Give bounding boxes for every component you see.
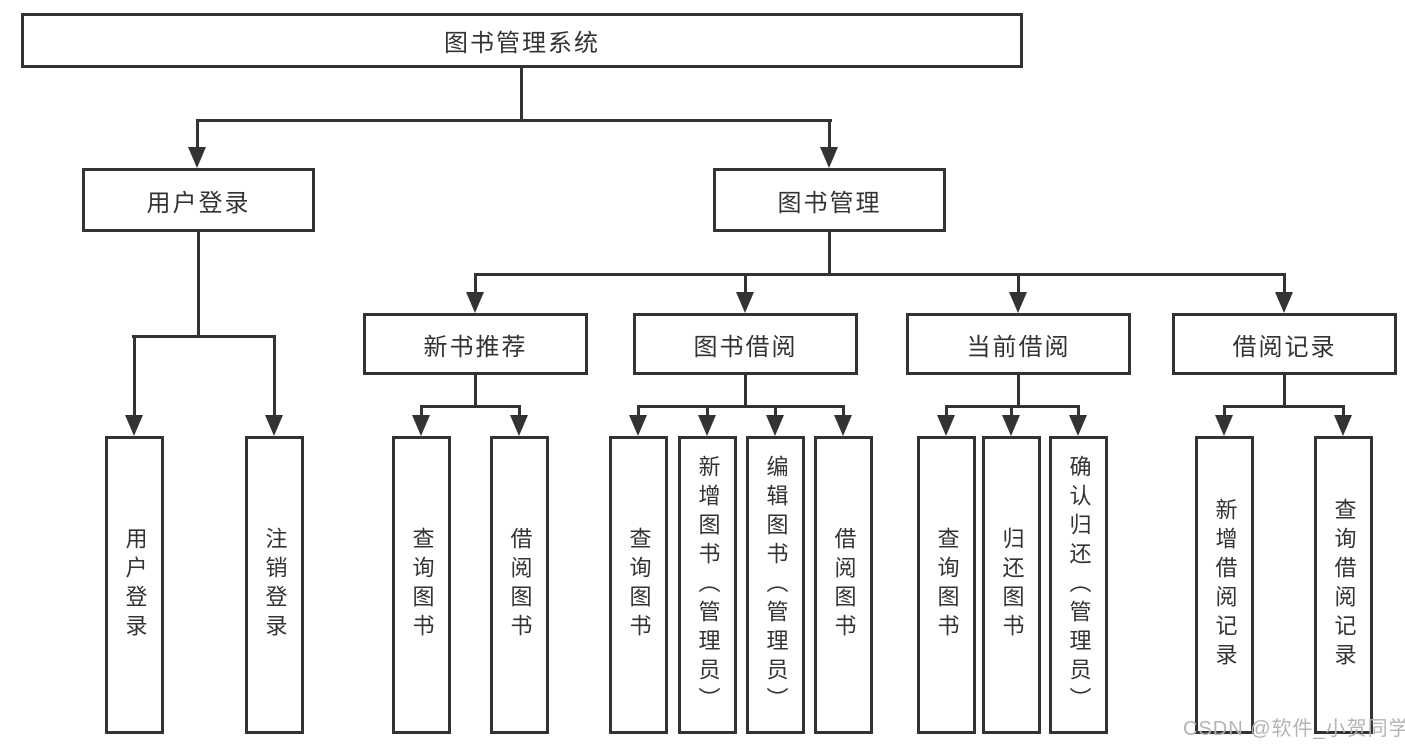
node-current-borrow: 当前借阅 (906, 313, 1131, 375)
node-borrow-record: 借阅记录 (1172, 313, 1397, 375)
node-new-book-recommend: 新书推荐 (363, 313, 588, 375)
connector-line (1077, 405, 1080, 415)
leaf-user-login-label: 用户登录 (122, 527, 148, 643)
leaf-nb-query-book-label: 查询图书 (409, 527, 435, 643)
arrow-down-icon (125, 415, 143, 436)
arrow-down-icon (265, 415, 283, 436)
node-user-login: 用户登录 (82, 168, 315, 232)
arrow-down-icon (1334, 415, 1352, 436)
csdn-watermark: CSDN @软件_小贺同学 (1183, 718, 1405, 740)
connector-line (196, 119, 832, 122)
node-library-system: 图书管理系统 (21, 13, 1023, 68)
connector-line (1283, 273, 1286, 292)
leaf-nb-borrow-book-label: 借阅图书 (507, 527, 533, 643)
connector-line (518, 405, 521, 415)
node-borrow-record-label: 借阅记录 (1232, 333, 1337, 361)
leaf-br-add-record-label: 新增借阅记录 (1212, 498, 1238, 672)
leaf-cb-return-book-label: 归还图书 (999, 527, 1025, 643)
leaf-cb-confirm-return-admin-label: 确认归还（管理员） (1066, 454, 1092, 716)
leaf-nb-borrow-book: 借阅图书 (490, 436, 549, 734)
connector-line (474, 273, 477, 292)
connector-line (945, 405, 948, 415)
node-current-borrow-label: 当前借阅 (966, 333, 1071, 361)
connector-line (474, 273, 1286, 276)
node-user-login-label: 用户登录 (146, 189, 251, 217)
leaf-bb-edit-book-admin-label: 编辑图书（管理员） (763, 454, 789, 716)
arrow-down-icon (629, 415, 647, 436)
leaf-cb-query-book-label: 查询图书 (934, 527, 960, 643)
connector-line (828, 119, 831, 147)
leaf-br-query-record: 查询借阅记录 (1314, 436, 1373, 734)
arrow-down-icon (834, 415, 852, 436)
connector-line (196, 119, 199, 147)
connector-line (828, 232, 831, 275)
arrow-down-icon (510, 415, 528, 436)
leaf-nb-query-book: 查询图书 (392, 436, 451, 734)
connector-line (1223, 405, 1226, 415)
connector-line (520, 68, 523, 121)
connector-line (744, 273, 747, 292)
leaf-bb-query-book: 查询图书 (609, 436, 668, 734)
connector-line (132, 335, 276, 338)
connector-line (273, 335, 276, 415)
node-book-borrow-label: 图书借阅 (693, 333, 798, 361)
leaf-logout: 注销登录 (245, 436, 304, 734)
connector-line (774, 405, 777, 415)
connector-line (420, 405, 423, 415)
arrow-down-icon (1275, 292, 1293, 313)
arrow-down-icon (412, 415, 430, 436)
leaf-logout-label: 注销登录 (262, 527, 288, 643)
node-book-borrow: 图书借阅 (633, 313, 858, 375)
leaf-br-query-record-label: 查询借阅记录 (1331, 498, 1357, 672)
connector-line (474, 375, 477, 407)
arrow-down-icon (736, 292, 754, 313)
leaf-cb-query-book: 查询图书 (917, 436, 976, 734)
arrow-down-icon (466, 292, 484, 313)
connector-line (637, 405, 845, 408)
arrow-down-icon (1002, 415, 1020, 436)
node-new-book-recommend-label: 新书推荐 (423, 333, 528, 361)
connector-line (1010, 405, 1013, 415)
arrow-down-icon (1009, 292, 1027, 313)
connector-line (420, 405, 521, 408)
connector-line (1283, 375, 1286, 407)
connector-line (133, 335, 136, 415)
arrow-down-icon (937, 415, 955, 436)
leaf-bb-borrow-book-label: 借阅图书 (831, 527, 857, 643)
arrow-down-icon (766, 415, 784, 436)
arrow-down-icon (1215, 415, 1233, 436)
arrow-down-icon (698, 415, 716, 436)
leaf-bb-edit-book-admin: 编辑图书（管理员） (746, 436, 805, 734)
leaf-bb-add-book-admin: 新增图书（管理员） (678, 436, 737, 734)
connector-line (1017, 273, 1020, 292)
leaf-cb-confirm-return-admin: 确认归还（管理员） (1049, 436, 1108, 734)
node-library-system-label: 图书管理系统 (444, 30, 600, 57)
arrow-down-icon (188, 147, 206, 168)
connector-line (1342, 405, 1345, 415)
node-book-management: 图书管理 (713, 168, 946, 232)
connector-line (1017, 375, 1020, 407)
leaf-user-login: 用户登录 (105, 436, 164, 734)
leaf-bb-query-book-label: 查询图书 (626, 527, 652, 643)
connector-line (197, 232, 200, 337)
arrow-down-icon (820, 147, 838, 168)
connector-line (637, 405, 640, 415)
arrow-down-icon (1069, 415, 1087, 436)
leaf-br-add-record: 新增借阅记录 (1195, 436, 1254, 734)
node-book-management-label: 图书管理 (777, 189, 882, 217)
connector-line (706, 405, 709, 415)
leaf-bb-borrow-book: 借阅图书 (814, 436, 873, 734)
connector-line (842, 405, 845, 415)
leaf-cb-return-book: 归还图书 (982, 436, 1041, 734)
leaf-bb-add-book-admin-label: 新增图书（管理员） (695, 454, 721, 716)
connector-line (744, 375, 747, 407)
connector-line (1223, 405, 1345, 408)
